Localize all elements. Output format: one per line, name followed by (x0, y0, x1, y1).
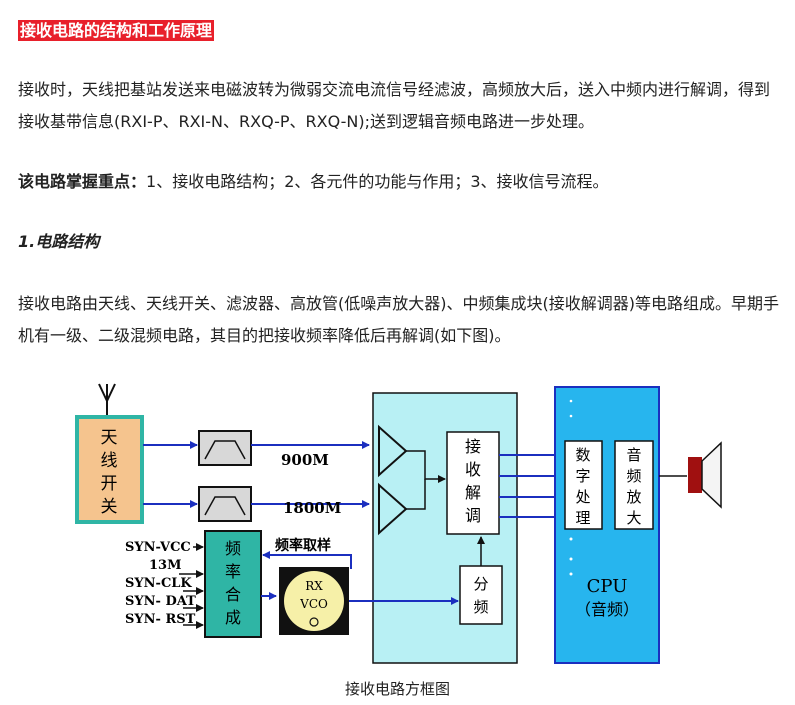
synth-char: 频 (225, 539, 241, 558)
key-points-text: 1、接收电路结构；2、各元件的功能与作用；3、接收信号流程。 (146, 172, 609, 191)
digital-char: 处 (575, 488, 590, 506)
syn-input-label: SYN- RST (125, 612, 196, 627)
antenna-switch-block (75, 415, 144, 524)
block-diagram: 天 线 开 关 900M 1800M 接 收 解 调 分 频 (69, 379, 728, 668)
vco-line: RX (305, 579, 323, 593)
lna-900-icon (378, 424, 408, 478)
cpu-sublabel: （音频） (575, 600, 639, 619)
digital-char: 数 (575, 446, 590, 464)
syn-input-label: SYN-VCC (125, 540, 191, 555)
filter-1800-block (198, 486, 252, 522)
syn-input-label: 13M (149, 558, 181, 573)
syn-input-label: SYN-CLK (125, 576, 192, 591)
divider-block (459, 565, 503, 625)
band-1800-label: 1800M (283, 499, 341, 517)
antenna-switch-char: 天 (101, 428, 118, 448)
divider-char: 分 (473, 575, 488, 593)
structure-paragraph: 接收电路由天线、天线开关、滤波器、高放管(低噪声放大器)、中频集成块(接收解调器… (18, 294, 779, 345)
intro-paragraph: 接收时，天线把基站发送来电磁波转为微弱交流电流信号经滤波，高频放大后，送入中频内… (18, 80, 771, 131)
demod-char: 解 (465, 483, 481, 502)
demod-char: 收 (465, 460, 481, 479)
filter-900-block (198, 430, 252, 466)
sample-label: 频率取样 (275, 537, 331, 554)
frequency-synth-block (204, 530, 262, 638)
demodulator-block (446, 431, 500, 535)
synth-char: 率 (225, 562, 241, 581)
key-points-label: 该电路掌握重点： (18, 172, 147, 191)
antenna-icon (98, 383, 116, 417)
synth-char: 合 (225, 585, 241, 604)
section-heading: 1.电路结构 (18, 232, 100, 251)
antenna-switch-char: 关 (101, 497, 118, 517)
vco-line: VCO (299, 597, 328, 611)
lna-1800-icon (378, 482, 408, 536)
digital-char: 理 (575, 509, 590, 527)
key-points-paragraph: 该电路掌握重点：1、接收电路结构；2、各元件的功能与作用；3、接收信号流程。 (18, 166, 782, 198)
band-900-label: 900M (281, 451, 329, 469)
divider-char: 频 (473, 598, 488, 616)
diagram-caption: 接收电路方框图 (344, 680, 450, 698)
digital-processing-block (564, 440, 603, 530)
audio-amp-char: 音 (626, 446, 641, 464)
audio-amp-char: 放 (626, 488, 641, 506)
page-title: 接收电路的结构和工作原理 (18, 20, 215, 41)
speaker-icon (688, 441, 722, 509)
audio-amp-char: 大 (626, 509, 641, 527)
synth-char: 成 (225, 608, 241, 627)
syn-input-label: SYN- DAT (125, 594, 196, 609)
cpu-label: CPU (587, 576, 628, 597)
demod-char: 接 (465, 437, 481, 456)
demod-char: 调 (465, 506, 481, 525)
antenna-switch-char: 线 (101, 451, 118, 471)
antenna-switch-char: 开 (101, 474, 118, 494)
digital-char: 字 (575, 467, 590, 485)
audio-amp-char: 频 (626, 467, 641, 485)
audio-amp-block (614, 440, 654, 530)
